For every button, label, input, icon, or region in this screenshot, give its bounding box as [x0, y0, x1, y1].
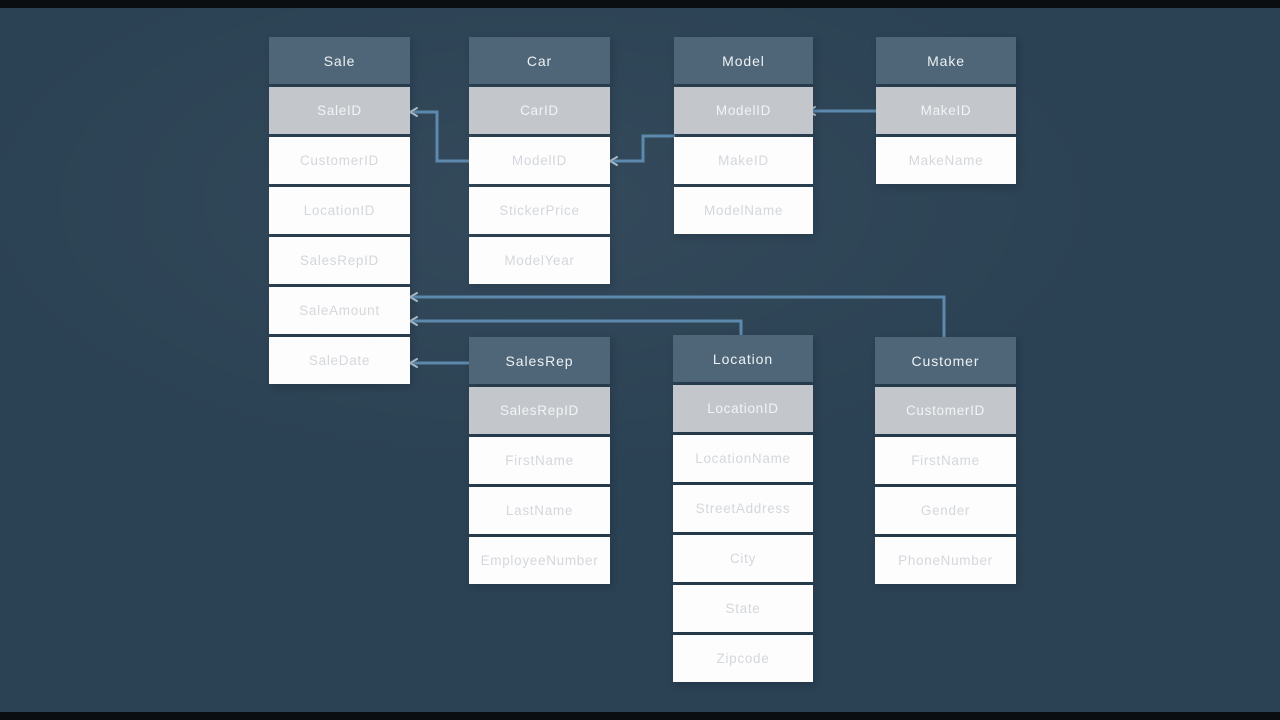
field-row-location-locationname: LocationName: [673, 435, 813, 482]
field-row-sale-saleamount: SaleAmount: [269, 287, 410, 334]
field-row-salesrep-lastname: LastName: [469, 487, 610, 534]
table-title-location: Location: [673, 335, 813, 382]
field-row-customer-firstname: FirstName: [875, 437, 1016, 484]
pk-row-car-carid: CarID: [469, 87, 610, 134]
pk-row-customer-customerid: CustomerID: [875, 387, 1016, 434]
field-row-salesrep-firstname: FirstName: [469, 437, 610, 484]
pk-row-model-modelid: ModelID: [674, 87, 813, 134]
table-title-salesrep: SalesRep: [469, 337, 610, 384]
field-row-customer-phonenumber: PhoneNumber: [875, 537, 1016, 584]
letterbox-bar-bottom: [0, 712, 1280, 720]
pk-row-location-locationid: LocationID: [673, 385, 813, 432]
field-row-make-makename: MakeName: [876, 137, 1016, 184]
connector-sale-to-car: [410, 110, 469, 163]
connector-car-to-model: [610, 134, 675, 163]
connector-tick-sale-to-salesrep: [409, 358, 418, 368]
field-row-location-city: City: [673, 535, 813, 582]
pk-row-sale-saleid: SaleID: [269, 87, 410, 134]
field-row-car-modelyear: ModelYear: [469, 237, 610, 284]
field-row-location-state: State: [673, 585, 813, 632]
table-title-model: Model: [674, 37, 813, 84]
connector-tick-sale-to-location: [409, 316, 418, 326]
connector-sale-to-location: [410, 319, 743, 336]
field-row-model-modelname: ModelName: [674, 187, 813, 234]
pk-row-salesrep-salesrepid: SalesRepID: [469, 387, 610, 434]
letterbox-bar-top: [0, 0, 1280, 8]
connector-tick-car-to-model: [609, 156, 618, 166]
pk-row-make-makeid: MakeID: [876, 87, 1016, 134]
field-row-sale-customerid: CustomerID: [269, 137, 410, 184]
field-row-sale-salesrepid: SalesRepID: [269, 237, 410, 284]
field-row-location-zipcode: Zipcode: [673, 635, 813, 682]
field-row-salesrep-employeenumber: EmployeeNumber: [469, 537, 610, 584]
connector-tick-sale-to-car: [409, 107, 418, 117]
field-row-sale-saledate: SaleDate: [269, 337, 410, 384]
table-title-customer: Customer: [875, 337, 1016, 384]
table-title-car: Car: [469, 37, 610, 84]
field-row-model-makeid: MakeID: [674, 137, 813, 184]
connector-tick-sale-to-customer: [409, 292, 418, 302]
field-row-customer-gender: Gender: [875, 487, 1016, 534]
field-row-car-stickerprice: StickerPrice: [469, 187, 610, 234]
connector-sale-to-customer: [410, 295, 946, 338]
field-row-sale-locationid: LocationID: [269, 187, 410, 234]
field-row-car-modelid: ModelID: [469, 137, 610, 184]
table-title-sale: Sale: [269, 37, 410, 84]
field-row-location-streetaddress: StreetAddress: [673, 485, 813, 532]
table-title-make: Make: [876, 37, 1016, 84]
